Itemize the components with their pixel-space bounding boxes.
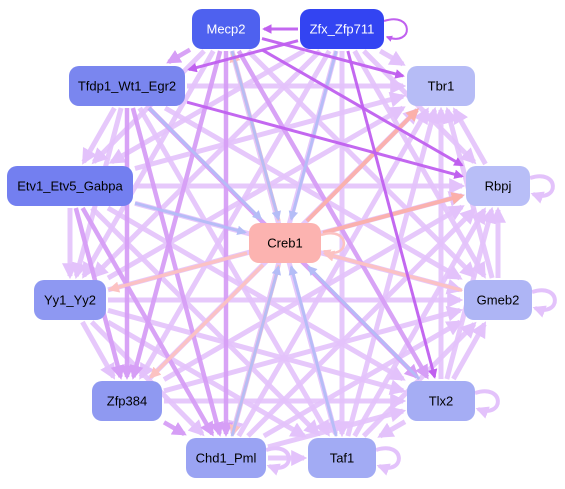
node-tlx2[interactable]: Tlx2 bbox=[407, 381, 475, 421]
node-box-taf1 bbox=[308, 438, 376, 478]
node-zfp384[interactable]: Zfp384 bbox=[92, 381, 162, 421]
self-loop-layer bbox=[265, 18, 557, 476]
node-box-etv1 bbox=[7, 166, 133, 206]
node-chd1-pml-label: Chd1_Pml bbox=[196, 451, 257, 466]
node-yy1-yy2-label: Yy1_Yy2 bbox=[44, 293, 96, 308]
edge-taf1-to-creb1 bbox=[288, 265, 338, 437]
edge-chd1-to-tbr1 bbox=[236, 107, 430, 438]
edge-gmeb2-to-creb1 bbox=[322, 250, 463, 293]
edge-tfdp1-to-creb1 bbox=[148, 106, 263, 221]
node-tfdp1-wt1-egr2[interactable]: Tfdp1_Wt1_Egr2 bbox=[69, 66, 185, 106]
node-box-zfx bbox=[300, 9, 384, 49]
self-loop-taf1 bbox=[375, 446, 401, 476]
node-rbpj[interactable]: Rbpj bbox=[466, 166, 530, 206]
edge-layer bbox=[61, 24, 507, 467]
node-tbr1[interactable]: Tbr1 bbox=[407, 66, 475, 106]
node-creb1-label: Creb1 bbox=[267, 236, 302, 251]
node-box-yy1 bbox=[34, 280, 106, 320]
self-loop-creb1 bbox=[320, 232, 346, 257]
edge-zfx-to-tlx2 bbox=[346, 50, 438, 379]
edge-tlx2-to-gmeb2 bbox=[451, 321, 487, 381]
node-taf1-label: Taf1 bbox=[330, 451, 355, 466]
node-etv1-etv5-gabpa[interactable]: Etv1_Etv5_Gabpa bbox=[7, 166, 133, 206]
self-loop-zfx bbox=[383, 18, 408, 42]
node-rbpj-label: Rbpj bbox=[485, 179, 512, 194]
node-gmeb2-label: Gmeb2 bbox=[477, 293, 520, 308]
edge-creb1-to-zfp384 bbox=[149, 263, 265, 379]
edge-tfdp1-to-gmeb2 bbox=[163, 105, 463, 281]
edge-creb1-to-yy1 bbox=[107, 251, 248, 293]
edge-zfp384-to-chd1 bbox=[162, 420, 187, 436]
edge-etv1-to-chd1 bbox=[80, 206, 215, 437]
node-tbr1-label: Tbr1 bbox=[428, 79, 455, 94]
node-box-tfdp1 bbox=[69, 66, 185, 106]
node-mecp2-label: Mecp2 bbox=[206, 22, 245, 37]
edge-tfdp1-to-taf1 bbox=[137, 106, 331, 437]
edge-tlx2-to-creb1 bbox=[307, 265, 421, 381]
node-taf1[interactable]: Taf1 bbox=[308, 438, 376, 478]
edge-zfx-to-tfdp1 bbox=[187, 39, 299, 73]
node-gmeb2[interactable]: Gmeb2 bbox=[464, 280, 532, 320]
node-box-creb1 bbox=[249, 223, 321, 263]
node-chd1-pml[interactable]: Chd1_Pml bbox=[186, 438, 266, 478]
edge-etv1-to-creb1 bbox=[134, 201, 247, 236]
edge-tlx2-to-taf1 bbox=[377, 419, 407, 439]
self-loop-rbpj bbox=[529, 174, 555, 204]
edge-mecp2-to-tbr1 bbox=[261, 37, 405, 79]
edge-tfdp1-to-etv1 bbox=[81, 106, 117, 165]
node-yy1-yy2[interactable]: Yy1_Yy2 bbox=[34, 280, 106, 320]
node-mecp2[interactable]: Mecp2 bbox=[192, 9, 260, 49]
node-box-rbpj bbox=[466, 166, 530, 206]
edge-zfx-to-tbr1 bbox=[378, 48, 406, 67]
self-loop-gmeb2 bbox=[531, 288, 557, 318]
node-layer: Mecp2 Zfx_Zfp711 Tfdp1_Wt1_Egr2 Tbr1 Etv… bbox=[7, 9, 532, 478]
edge-etv1-to-tlx2 bbox=[106, 205, 406, 382]
edge-zfx-to-zfp384 bbox=[138, 49, 332, 380]
node-zfx-zfp711-label: Zfx_Zfp711 bbox=[310, 22, 375, 37]
node-box-chd1 bbox=[186, 438, 266, 478]
node-etv1-etv5-gabpa-label: Etv1_Etv5_Gabpa bbox=[17, 179, 123, 194]
edge-chd1-to-creb1 bbox=[230, 265, 282, 437]
node-creb1[interactable]: Creb1 bbox=[249, 223, 321, 263]
node-box-tbr1 bbox=[407, 66, 475, 106]
node-zfx-zfp711[interactable]: Zfx_Zfp711 bbox=[300, 9, 384, 49]
node-zfp384-label: Zfp384 bbox=[107, 394, 147, 409]
edge-tfdp1-to-rbpj bbox=[186, 100, 464, 179]
edge-mecp2-to-tfdp1 bbox=[166, 47, 192, 64]
edge-zfp384-to-rbpj bbox=[162, 204, 465, 382]
edge-mecp2-to-creb1 bbox=[230, 50, 281, 221]
edge-mecp2-to-tlx2 bbox=[236, 49, 430, 380]
node-box-tlx2 bbox=[407, 381, 475, 421]
node-box-gmeb2 bbox=[464, 280, 532, 320]
node-box-zfp384 bbox=[92, 381, 162, 421]
node-box-mecp2 bbox=[192, 9, 260, 49]
edge-etv1-to-tbr1 bbox=[134, 91, 407, 171]
self-loop-chd1 bbox=[265, 446, 291, 476]
edge-yy1-to-tbr1 bbox=[106, 105, 406, 281]
node-tlx2-label: Tlx2 bbox=[429, 394, 454, 409]
self-loop-tlx2 bbox=[474, 389, 500, 419]
edge-mecp2-to-rbpj bbox=[261, 48, 464, 167]
node-tfdp1-wt1-egr2-label: Tfdp1_Wt1_Egr2 bbox=[78, 79, 176, 94]
edge-yy1-to-zfp384 bbox=[80, 320, 116, 380]
edge-rbpj-to-tbr1 bbox=[452, 107, 488, 166]
